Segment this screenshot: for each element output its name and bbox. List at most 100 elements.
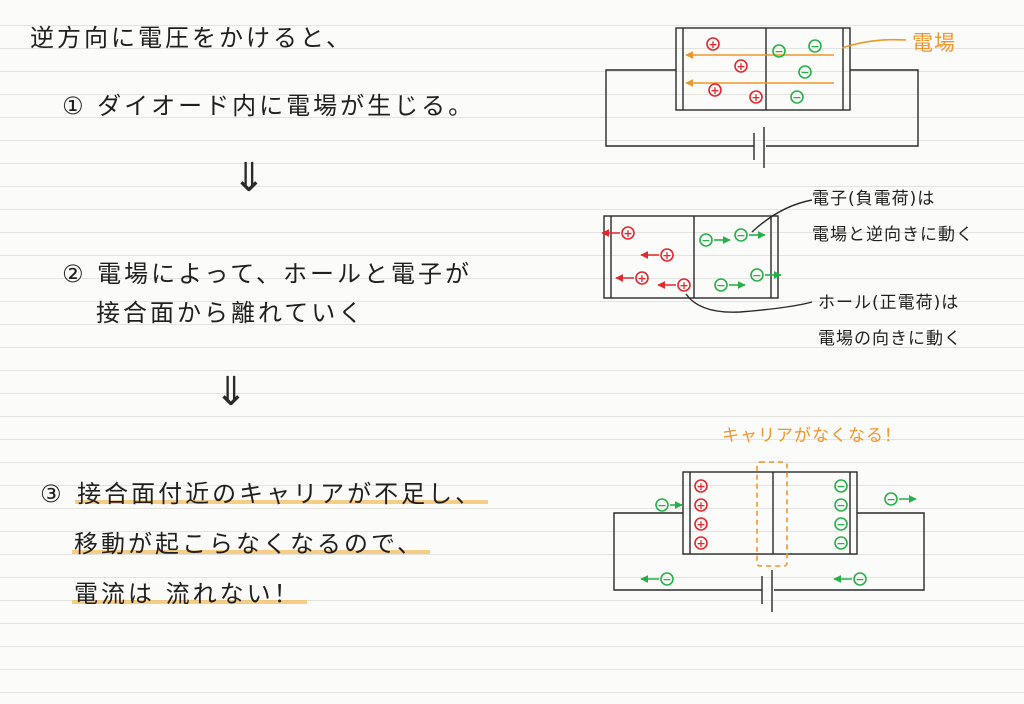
electron-3-3: − xyxy=(834,517,848,531)
diode-body-2 xyxy=(603,215,779,299)
hole-2-2: + xyxy=(660,248,674,262)
diode-body-3 xyxy=(682,471,858,555)
step-1-number: ① xyxy=(62,92,87,120)
step-3-number: ③ xyxy=(40,480,65,508)
svg-text:−: − xyxy=(792,91,801,104)
electron-2-4: − xyxy=(750,268,764,282)
electron-2-1: − xyxy=(699,233,713,247)
svg-text:−: − xyxy=(701,234,710,247)
svg-text:+: + xyxy=(710,84,719,97)
diagram-1 xyxy=(605,27,919,168)
field-label: 電場 xyxy=(912,31,956,55)
carrier-arrows-2 xyxy=(601,229,782,289)
svg-text:−: − xyxy=(662,573,671,586)
svg-text:−: − xyxy=(836,518,845,531)
svg-text:+: + xyxy=(662,249,671,262)
svg-text:+: + xyxy=(751,91,760,104)
electron-1-2: − xyxy=(808,39,822,53)
svg-text:−: − xyxy=(774,45,783,58)
hole-2-4: + xyxy=(677,278,691,292)
electron-1-4: − xyxy=(790,90,804,104)
step-2-line2: 接合面から離れていく xyxy=(96,299,366,327)
electron-3-2: − xyxy=(834,498,848,512)
hole-3-2: + xyxy=(694,498,708,512)
hole-label-1: ホール(正電荷)は xyxy=(818,293,960,313)
diagram-2 xyxy=(603,199,813,313)
field-leader-line xyxy=(841,38,907,49)
electron-1-3: − xyxy=(798,65,812,79)
wire-left-1 xyxy=(605,69,754,147)
hole-label-2: 電場の向きに動く xyxy=(818,329,962,349)
intro-text: 逆方向に電圧をかけると、 xyxy=(30,24,354,52)
down-arrow-1: ⇓ xyxy=(232,155,266,201)
svg-text:−: − xyxy=(800,66,809,79)
svg-text:+: + xyxy=(623,227,632,240)
carrier-arrows-3 xyxy=(640,495,917,583)
down-arrow-2: ⇓ xyxy=(214,369,248,415)
svg-text:−: − xyxy=(836,537,845,550)
hole-2-1: + xyxy=(621,226,635,240)
hole-leader-line xyxy=(685,293,813,313)
electron-3-wire-right: − xyxy=(884,492,898,506)
carriers-1: ++++−−−− xyxy=(706,37,822,104)
carriers-2: + + + + − − − − xyxy=(621,226,764,292)
step-3-line3-wrap: 電流は 流れない！ xyxy=(72,574,307,609)
step-2: ② 電場によって、ホールと電子が xyxy=(62,254,472,289)
electron-2-3: − xyxy=(714,278,728,292)
carrier-gone-label: キャリアがなくなる！ xyxy=(722,426,902,446)
svg-text:+: + xyxy=(696,499,705,512)
hole-1-1: + xyxy=(706,37,720,51)
svg-text:+: + xyxy=(637,272,646,285)
svg-text:+: + xyxy=(696,480,705,493)
svg-text:−: − xyxy=(752,269,761,282)
step-3-line2-wrap: 移動が起こらなくなるので、 xyxy=(72,524,431,559)
wire-right-3 xyxy=(774,512,925,591)
svg-text:−: − xyxy=(736,229,745,242)
electron-3-wire-left: − xyxy=(655,498,669,512)
electron-3-return-left: − xyxy=(660,572,674,586)
hole-1-4: + xyxy=(749,90,763,104)
hole-2-3: + xyxy=(635,271,649,285)
svg-text:+: + xyxy=(736,60,745,73)
electron-3-4: − xyxy=(834,536,848,550)
depletion-region-box xyxy=(756,461,788,567)
svg-text:−: − xyxy=(716,279,725,292)
svg-text:+: + xyxy=(696,537,705,550)
step-3: ③ 接合面付近のキャリアが不足し、 xyxy=(40,474,489,509)
svg-text:−: − xyxy=(657,499,666,512)
step-1: ① ダイオード内に電場が生じる。 xyxy=(62,86,475,121)
hole-1-3: + xyxy=(708,83,722,97)
svg-text:−: − xyxy=(836,499,845,512)
wire-right-1 xyxy=(766,69,919,147)
svg-text:−: − xyxy=(810,40,819,53)
hole-1-2: + xyxy=(734,59,748,73)
svg-text:−: − xyxy=(836,480,845,493)
electron-label-2: 電場と逆向きに動く xyxy=(812,225,974,245)
electron-3-1: − xyxy=(834,479,848,493)
wire-left-3 xyxy=(613,512,762,591)
svg-text:+: + xyxy=(679,279,688,292)
electron-1-1: − xyxy=(772,44,786,58)
svg-text:−: − xyxy=(855,573,864,586)
hole-3-4: + xyxy=(694,536,708,550)
electron-leader-line xyxy=(751,199,813,233)
svg-text:−: − xyxy=(886,493,895,506)
step-2-line1: 電場によって、ホールと電子が xyxy=(97,260,473,288)
diode-body-1 xyxy=(675,27,851,111)
carriers-3: + + + + − − − − − − − − xyxy=(655,479,898,586)
step-1-line1: ダイオード内に電場が生じる。 xyxy=(97,92,476,120)
step-2-number: ② xyxy=(62,260,87,288)
electron-label-1: 電子(負電荷)は xyxy=(812,189,936,209)
electron-2-2: − xyxy=(734,228,748,242)
svg-text:+: + xyxy=(708,38,717,51)
step-3-line3: 電流は 流れない！ xyxy=(72,580,307,608)
field-arrows-1 xyxy=(685,38,907,87)
step-3-line1: 接合面付近のキャリアが不足し、 xyxy=(75,480,489,508)
hole-3-1: + xyxy=(694,479,708,493)
diagram-3 xyxy=(613,461,925,612)
step-3-line2: 移動が起こらなくなるので、 xyxy=(72,530,431,558)
electron-3-return-right: − xyxy=(853,572,867,586)
hole-3-3: + xyxy=(694,517,708,531)
svg-text:+: + xyxy=(696,518,705,531)
